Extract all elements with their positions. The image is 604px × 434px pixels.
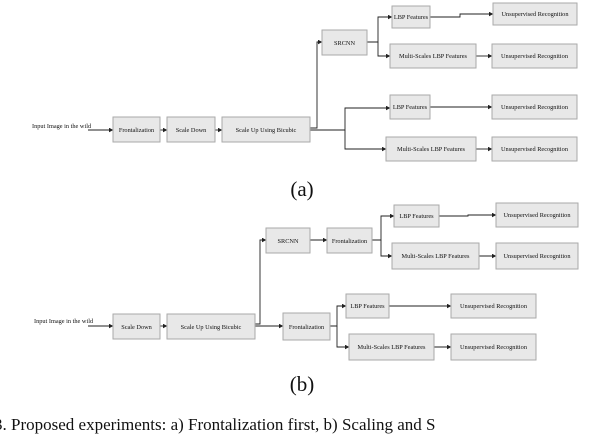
diagram-a-rec-4-label: Unsupervised Recognition: [501, 146, 569, 153]
diagram-a-rec-1-box: Unsupervised Recognition: [492, 2, 578, 26]
diagram-a-rec-3-label: Unsupervised Recognition: [501, 104, 569, 111]
diagram-b-scale-down-label: Scale Down: [121, 324, 152, 331]
diagram-a-ms-lbp-2-label: Multi-Scales LBP Features: [397, 146, 466, 153]
diagram-a-rec-4-box: Unsupervised Recognition: [491, 136, 578, 162]
diagram-b-input-label: Input Image in the wild: [34, 318, 94, 325]
diagram-b-rec-3-label: Unsupervised Recognition: [460, 303, 528, 310]
diagram-a-rec-2-box: Unsupervised Recognition: [491, 43, 578, 69]
diagram-b-ms-lbp-2-box: Multi-Scales LBP Features: [348, 333, 435, 361]
diagram-a-rec-2-label: Unsupervised Recognition: [501, 53, 569, 60]
diagram-a-scale-up-label: Scale Up Using Bicubic: [236, 127, 297, 134]
diagram-b-rec-4-box: Unsupervised Recognition: [450, 333, 537, 361]
diagram-a-ms-lbp-1-box: Multi-Scales LBP Features: [389, 43, 477, 69]
diagram-a-scale-up-box: Scale Up Using Bicubic: [221, 116, 311, 143]
figure-caption-line: 3. Proposed experiments: a) Frontalizati…: [0, 415, 435, 434]
diagram-a: Input Image in the wild Frontalization S…: [32, 2, 578, 201]
diagram-a-lbp-1-label: LBP Features: [394, 14, 429, 21]
diagram-b-rec-2-box: Unsupervised Recognition: [495, 242, 579, 270]
diagram-b-scale-up-label: Scale Up Using Bicubic: [181, 324, 242, 331]
diagram-a-input-label: Input Image in the wild: [32, 123, 92, 130]
diagram-b-ms-lbp-2-label: Multi-Scales LBP Features: [358, 344, 427, 351]
diagram-a-scale-down-box: Scale Down: [166, 116, 216, 143]
diagram-b-scale-up-box: Scale Up Using Bicubic: [166, 313, 256, 340]
diagram-b-lbp-1-label: LBP Features: [399, 213, 434, 220]
diagram-a-ms-lbp-1-label: Multi-Scales LBP Features: [399, 53, 468, 60]
diagram-b-srcnn-label: SRCNN: [278, 238, 299, 245]
diagram-b-lbp-1-box: LBP Features: [393, 204, 440, 228]
diagram-b-edges: [88, 212, 497, 350]
diagram-a-rec-3-box: Unsupervised Recognition: [491, 94, 578, 120]
diagram-a-scale-down-label: Scale Down: [176, 127, 207, 134]
diagram-b-ms-lbp-1-label: Multi-Scales LBP Features: [402, 253, 471, 260]
diagram-a-srcnn-box: SRCNN: [321, 29, 368, 56]
diagram-b-rec-1-box: Unsupervised Recognition: [495, 202, 579, 228]
diagram-b-scale-down-box: Scale Down: [112, 313, 161, 340]
diagram-a-srcnn-label: SRCNN: [334, 40, 355, 47]
diagram-b: Input Image in the wild Scale Down Scale…: [34, 202, 579, 396]
diagram-b-rec-3-box: Unsupervised Recognition: [450, 293, 537, 319]
diagram-a-lbp-2-box: LBP Features: [389, 94, 431, 120]
diagram-a-lbp-2-label: LBP Features: [393, 104, 428, 111]
diagram-b-rec-1-label: Unsupervised Recognition: [504, 212, 572, 219]
diagram-b-lbp-2-box: LBP Features: [345, 293, 390, 319]
diagram-a-ms-lbp-2-box: Multi-Scales LBP Features: [385, 136, 477, 162]
diagram-b-srcnn-box: SRCNN: [265, 227, 311, 254]
diagram-a-edges: [88, 11, 494, 152]
diagram-b-lbp-2-label: LBP Features: [350, 303, 385, 310]
diagram-b-frontalization-1-label: Frontalization: [332, 238, 368, 245]
diagram-a-frontalization-label: Frontalization: [119, 127, 155, 134]
diagram-b-frontalization-2-box: Frontalization: [282, 312, 331, 341]
diagram-b-rec-2-label: Unsupervised Recognition: [504, 253, 572, 260]
diagram-a-caption: (a): [290, 177, 313, 201]
diagram-b-ms-lbp-1-box: Multi-Scales LBP Features: [391, 242, 480, 270]
diagram-a-rec-1-label: Unsupervised Recognition: [502, 11, 570, 18]
diagram-b-rec-4-label: Unsupervised Recognition: [460, 344, 528, 351]
diagram-a-frontalization-box: Frontalization: [112, 116, 161, 143]
diagram-b-frontalization-2-label: Frontalization: [289, 324, 325, 331]
diagram-b-frontalization-1-box: Frontalization: [326, 227, 373, 254]
diagram-a-lbp-1-box: LBP Features: [391, 5, 431, 29]
diagram-b-caption: (b): [290, 372, 315, 396]
